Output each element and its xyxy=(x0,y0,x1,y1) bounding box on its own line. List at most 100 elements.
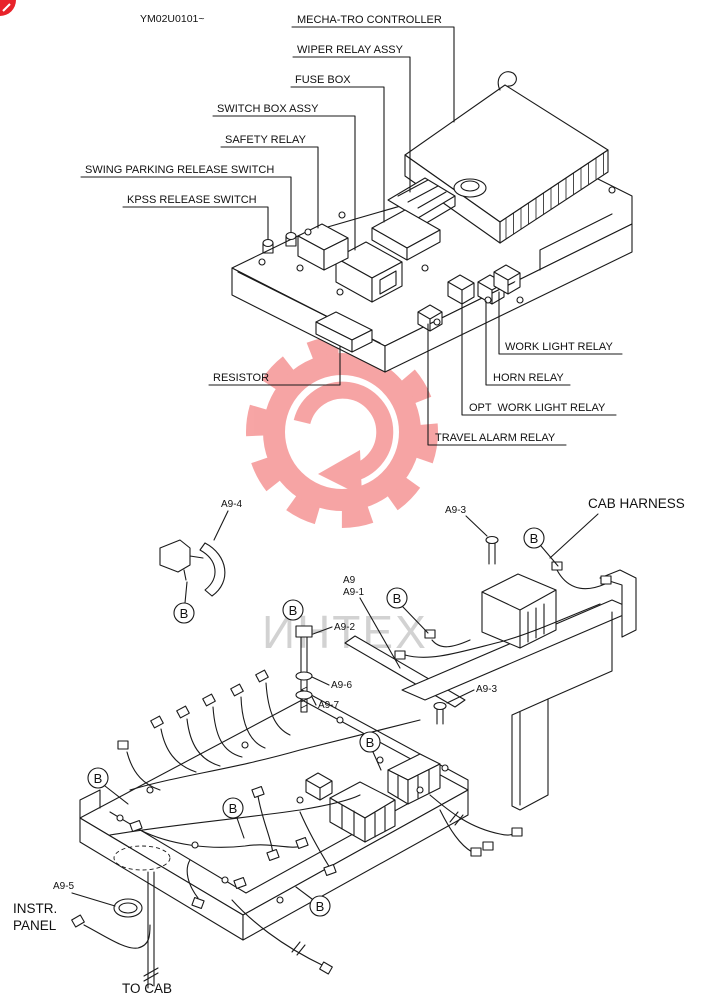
controller-knob-inner xyxy=(460,180,480,192)
a9-3-right-leader xyxy=(446,689,475,704)
callout-circle xyxy=(222,797,244,819)
to-cab-cable-break xyxy=(143,967,159,982)
wire-break xyxy=(291,941,306,956)
a9-6-washer xyxy=(295,671,313,681)
a9-3-bolt-top-shaft xyxy=(488,542,496,565)
gear-arrow-arc xyxy=(293,381,394,483)
callout-b: B xyxy=(386,587,429,634)
a9-3-top-leader xyxy=(465,515,488,537)
mounting-hole xyxy=(276,896,284,904)
safety-relay-side xyxy=(323,237,349,271)
callout-circle xyxy=(386,587,408,609)
resistor-side xyxy=(351,329,373,353)
callout-letter: B xyxy=(393,591,402,606)
callout-letter: B xyxy=(180,606,189,621)
wire-trunk xyxy=(109,794,361,836)
wiper-relay-detail xyxy=(397,179,456,229)
fuse-box-label: FUSE BOX xyxy=(295,74,351,86)
wire xyxy=(231,899,325,967)
bolt xyxy=(336,288,344,296)
relay-block-left-dividers xyxy=(341,804,386,838)
wiper-relay-assy-leader xyxy=(292,56,411,193)
switch-box-window xyxy=(379,270,397,295)
callout-letter: B xyxy=(366,735,375,750)
callout-letter: B xyxy=(94,771,103,786)
callout-leader xyxy=(540,545,559,567)
wire-connector xyxy=(71,914,85,928)
callout-b: B xyxy=(282,599,304,621)
small-relay xyxy=(305,772,333,801)
bolt xyxy=(258,258,266,266)
wire-connector xyxy=(117,740,129,750)
horn-relay-label: HORN RELAY xyxy=(493,372,564,384)
a9-3-top-label: A9-3 xyxy=(445,505,467,516)
mounting-hole xyxy=(146,786,154,794)
safety-relay-label: SAFETY RELAY xyxy=(225,134,307,146)
wire-connector xyxy=(230,683,244,697)
wire-connector xyxy=(266,848,280,862)
a9-4-label: A9-4 xyxy=(221,499,243,510)
a9-2-bolt-head xyxy=(295,625,313,638)
bolt xyxy=(421,264,429,272)
lower-labels: CAB HARNESS A9-4 A9-3 A9 A9-1 A9-2 A9-6 … xyxy=(13,496,685,996)
a9-4-cable-clip-link xyxy=(183,555,204,581)
kpss-release-switch xyxy=(262,238,274,248)
gear-arrow-head xyxy=(318,450,362,496)
a9-6-label: A9-6 xyxy=(331,680,353,691)
a9-1-leader xyxy=(359,597,401,669)
callout-letter: B xyxy=(289,603,298,618)
callout-leader xyxy=(372,751,382,771)
instr-panel-grommet-inner xyxy=(118,902,138,914)
a9-4-cable-clip-band xyxy=(199,542,226,597)
callout-leader xyxy=(402,606,429,634)
callout-leader xyxy=(295,886,313,900)
wire xyxy=(265,682,291,736)
fuse-box-leader xyxy=(290,86,385,223)
callout-b: B xyxy=(523,527,559,567)
a9-2-label: A9-2 xyxy=(334,622,356,633)
wire-connector xyxy=(191,896,205,910)
mounting-hole xyxy=(221,876,229,884)
work-light-relay-label: WORK LIGHT RELAY xyxy=(505,341,613,353)
wire-break xyxy=(449,811,464,826)
mounting-hole xyxy=(116,814,124,822)
callout-letter: B xyxy=(316,899,325,914)
instr-panel-cable xyxy=(83,924,151,949)
switch-box-assy-leader xyxy=(212,115,356,251)
kpss-release-switch-leader xyxy=(122,206,269,240)
switch-box-assy-label: SWITCH BOX ASSY xyxy=(217,103,319,115)
callout-circle xyxy=(359,731,381,753)
wire-connector xyxy=(255,669,269,683)
callout-b: B xyxy=(359,731,382,771)
wire-connector xyxy=(176,705,190,719)
lower-harness-assembly xyxy=(71,535,637,989)
a9-4-leader xyxy=(213,510,229,541)
mounting-hole xyxy=(416,786,424,794)
callout-circle xyxy=(523,527,545,549)
wire-connector xyxy=(482,841,494,851)
opt-work-light-relay-label: OPT WORK LIGHT RELAY xyxy=(469,402,606,414)
callout-circle xyxy=(309,895,331,917)
cab-harness-leader xyxy=(549,513,599,559)
wire-connector xyxy=(551,561,563,571)
gear-ring xyxy=(263,353,421,511)
callout-leader xyxy=(184,581,188,604)
callout-circle xyxy=(87,767,109,789)
transformer-edges xyxy=(481,589,557,649)
a9-4-cable-clip-holder xyxy=(159,539,191,573)
to-cab-label: TO CAB xyxy=(122,981,172,996)
wire xyxy=(240,696,266,749)
resistor-leader xyxy=(208,345,341,386)
callout-letter: B xyxy=(530,531,539,546)
callout-circle xyxy=(173,602,195,624)
a9-6-leader xyxy=(311,676,330,686)
a9-7-leader xyxy=(311,696,317,706)
work-light-relay xyxy=(493,264,521,295)
wire-connector xyxy=(202,693,216,707)
instr-panel-label-line2: PANEL xyxy=(13,918,57,933)
wire xyxy=(139,829,303,848)
wire-connector xyxy=(251,785,265,799)
bolt xyxy=(338,211,346,219)
wire-connector xyxy=(470,847,482,857)
